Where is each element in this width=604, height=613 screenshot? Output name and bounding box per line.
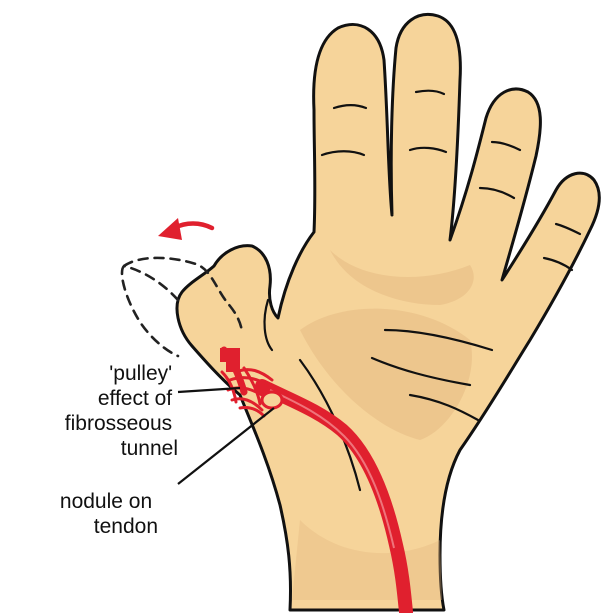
nodule-label: nodule on tendon bbox=[60, 490, 158, 538]
nodule-label-line-1: nodule on bbox=[60, 490, 152, 513]
pulley-label: 'pulley' effect of fibrosseous tunnel bbox=[65, 362, 178, 460]
pulley-label-line-3: fibrosseous bbox=[65, 412, 172, 435]
curved-arrow-left-icon bbox=[158, 218, 212, 240]
nodule-label-line-2: tendon bbox=[94, 515, 158, 538]
pulley-label-line-1: 'pulley' bbox=[109, 362, 172, 385]
pulley-label-line-4: tunnel bbox=[121, 437, 178, 460]
tendon-nodule bbox=[262, 392, 282, 408]
pulley-label-line-2: effect of bbox=[98, 387, 172, 410]
